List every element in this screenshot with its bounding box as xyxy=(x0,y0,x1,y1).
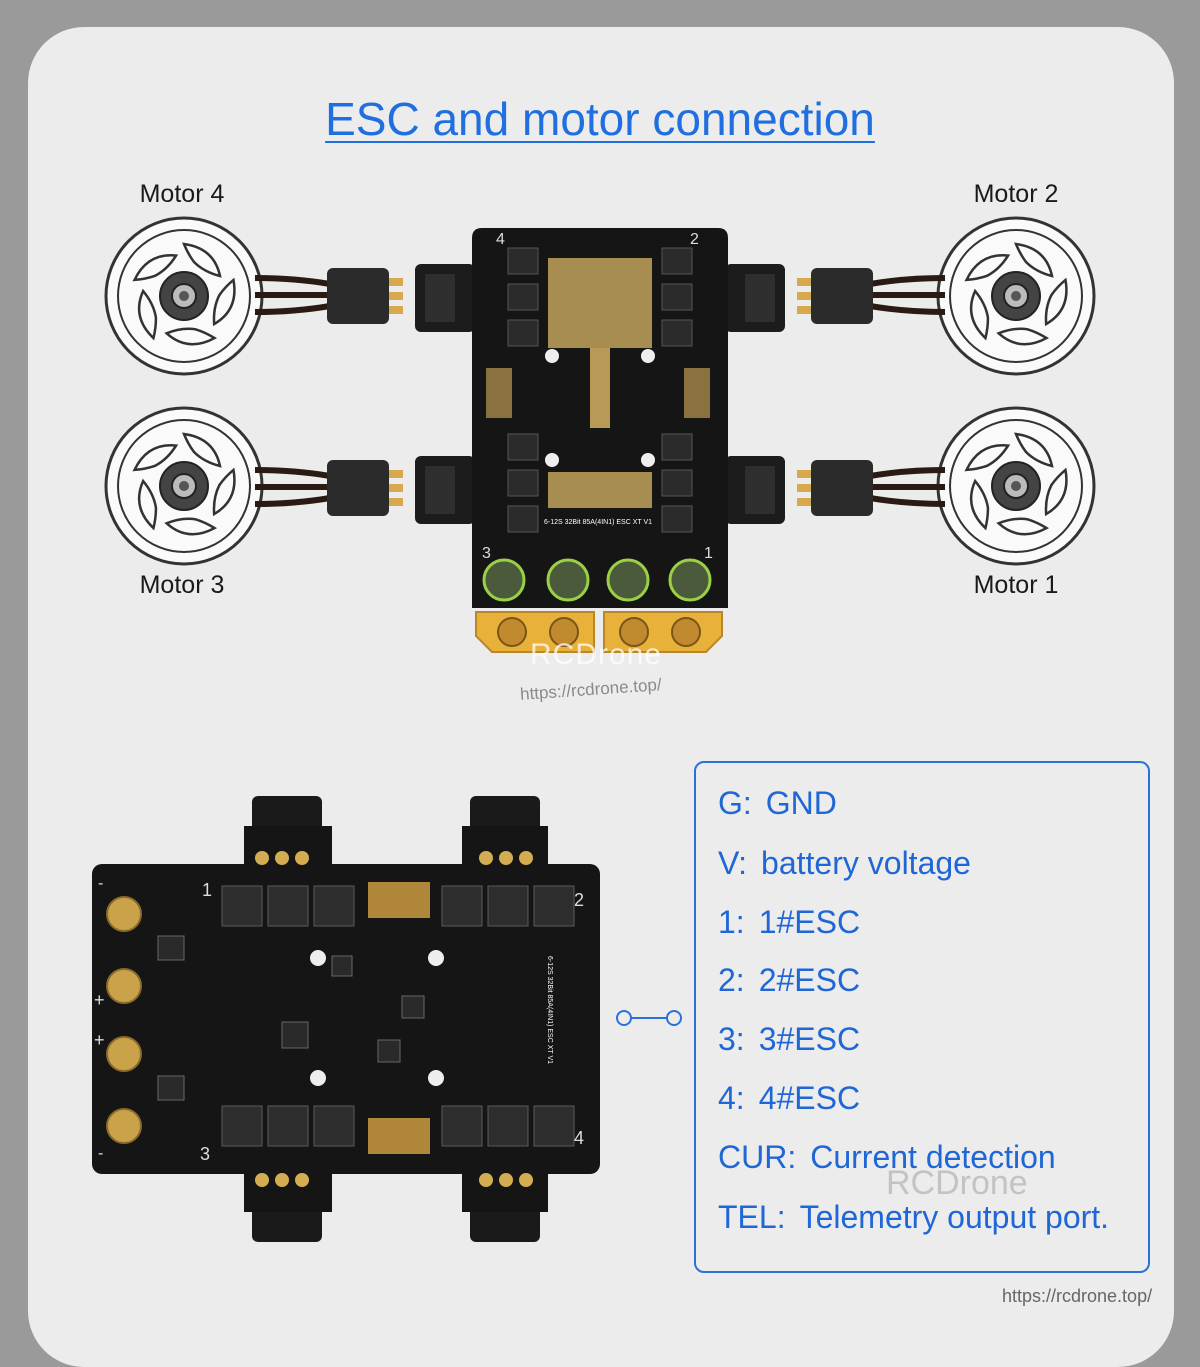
legend-item-tel: TEL:Telemetry output port. xyxy=(718,1199,1110,1235)
motor-4-icon xyxy=(104,216,264,376)
legend-item-g: G:GND xyxy=(718,785,837,821)
motor-2-icon xyxy=(936,216,1096,376)
legend-connector-line xyxy=(616,1010,682,1026)
bottom-corner-3: 3 xyxy=(200,1144,210,1164)
bottom-corner-4: 4 xyxy=(574,1128,584,1148)
top-corner-3: 3 xyxy=(482,545,491,562)
motor-3-wire-connector xyxy=(255,456,475,524)
motor-4-wire-connector xyxy=(255,264,475,332)
top-silkscreen: 6-12S 32Bit 85A(4IN1) ESC XT V1 xyxy=(544,519,652,526)
watermark-brand-2: RCDrone xyxy=(886,1164,1028,1202)
motor-1-label: Motor 1 xyxy=(973,571,1059,599)
top-corner-1: 1 xyxy=(704,545,713,562)
bottom-silkscreen: 6-12S 32Bit 85A(4IN1) ESC XT V1 xyxy=(546,956,553,1064)
motor-1-icon xyxy=(936,406,1096,566)
watermark-url-2: https://rcdrone.top/ xyxy=(1002,1286,1153,1306)
pin-legend-box: G:GND V:battery voltage 1:1#ESC 2:2#ESC … xyxy=(694,761,1150,1273)
motor-4-label: Motor 4 xyxy=(139,180,225,208)
motor-3-label: Motor 3 xyxy=(139,571,225,599)
motor-3-icon xyxy=(104,406,264,566)
motor-2-label: Motor 2 xyxy=(973,180,1059,208)
legend-item-v: V:battery voltage xyxy=(718,845,971,881)
legend-item-cur: CUR:Current detection xyxy=(718,1139,1056,1175)
bottom-corner-1: 1 xyxy=(202,880,212,900)
legend-item-3: 3:3#ESC xyxy=(718,1021,861,1057)
page-title: ESC and motor connection xyxy=(325,93,875,145)
legend-item-4: 4:4#ESC xyxy=(718,1080,861,1116)
watermark-brand: RCDrone xyxy=(530,638,663,671)
legend-item-1: 1:1#ESC xyxy=(718,904,861,940)
pad-plus-bottom: + xyxy=(94,1030,105,1050)
pad-plus-top: + xyxy=(94,990,105,1010)
legend-item-2: 2:2#ESC xyxy=(718,962,861,998)
motor-2-wire-connector xyxy=(725,264,945,332)
esc-board-bottom-view: 1 2 3 4 - + + - 6-12S 32Bit 85A(4IN1) ES… xyxy=(92,796,600,1242)
motor-1-wire-connector xyxy=(725,456,945,524)
esc-board-top-view: 4 2 3 1 6-12S 32Bit 85A(4IN1) ESC XT V1 xyxy=(472,228,728,653)
pad-minus-top: - xyxy=(98,875,103,892)
top-corner-4: 4 xyxy=(496,231,505,248)
top-corner-2: 2 xyxy=(690,231,699,248)
pad-minus-bottom: - xyxy=(98,1145,103,1162)
bottom-corner-2: 2 xyxy=(574,890,584,910)
